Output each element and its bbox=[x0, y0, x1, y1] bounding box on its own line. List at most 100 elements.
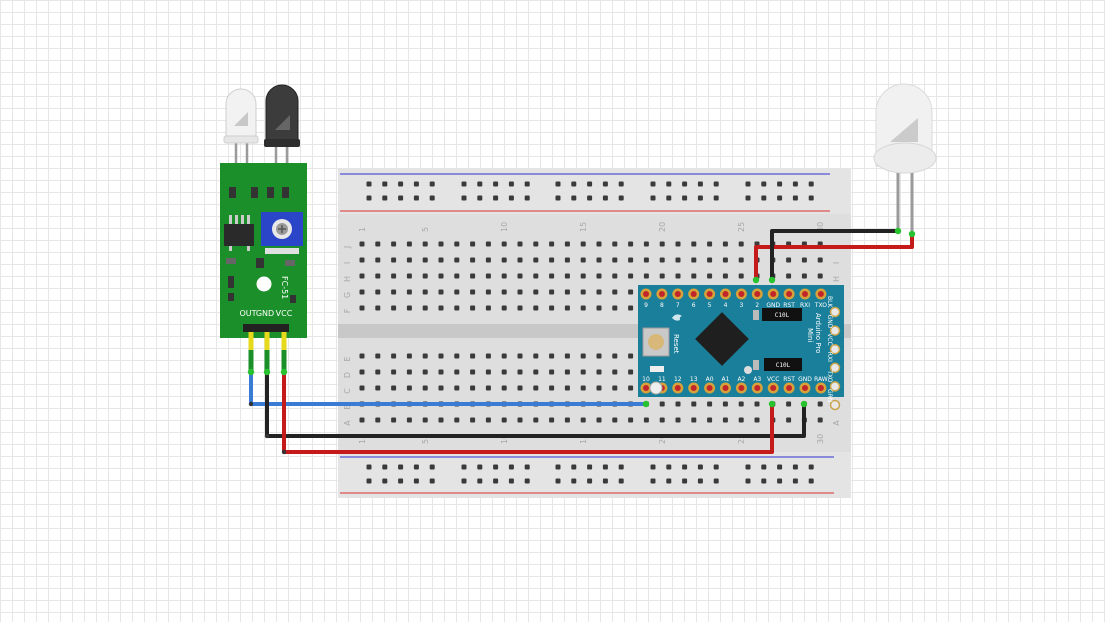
breadboard-hole[interactable] bbox=[777, 478, 783, 484]
breadboard-hole[interactable] bbox=[508, 195, 514, 201]
breadboard-hole[interactable] bbox=[808, 464, 814, 470]
breadboard-hole[interactable] bbox=[707, 273, 713, 279]
breadboard-hole[interactable] bbox=[612, 369, 618, 375]
breadboard-hole[interactable] bbox=[786, 401, 792, 407]
breadboard-hole[interactable] bbox=[493, 181, 499, 187]
breadboard-hole[interactable] bbox=[792, 478, 798, 484]
breadboard-hole[interactable] bbox=[659, 241, 665, 247]
breadboard-hole[interactable] bbox=[777, 464, 783, 470]
breadboard-hole[interactable] bbox=[422, 353, 428, 359]
breadboard-hole[interactable] bbox=[722, 257, 728, 263]
breadboard-hole[interactable] bbox=[722, 417, 728, 423]
breadboard-hole[interactable] bbox=[580, 241, 586, 247]
breadboard-hole[interactable] bbox=[501, 257, 507, 263]
breadboard-hole[interactable] bbox=[675, 273, 681, 279]
breadboard-hole[interactable] bbox=[501, 273, 507, 279]
breadboard-hole[interactable] bbox=[808, 181, 814, 187]
breadboard-hole[interactable] bbox=[533, 241, 539, 247]
breadboard-hole[interactable] bbox=[398, 478, 404, 484]
breadboard-hole[interactable] bbox=[508, 464, 514, 470]
breadboard-hole[interactable] bbox=[508, 478, 514, 484]
breadboard-hole[interactable] bbox=[470, 273, 476, 279]
breadboard-hole[interactable] bbox=[382, 478, 388, 484]
breadboard-hole[interactable] bbox=[524, 464, 530, 470]
breadboard-hole[interactable] bbox=[382, 181, 388, 187]
breadboard-hole[interactable] bbox=[792, 464, 798, 470]
breadboard-hole[interactable] bbox=[564, 305, 570, 311]
breadboard-hole[interactable] bbox=[602, 478, 608, 484]
breadboard-hole[interactable] bbox=[375, 417, 381, 423]
breadboard-hole[interactable] bbox=[792, 181, 798, 187]
breadboard-hole[interactable] bbox=[580, 289, 586, 295]
breadboard-hole[interactable] bbox=[587, 478, 593, 484]
breadboard-hole[interactable] bbox=[596, 289, 602, 295]
breadboard-hole[interactable] bbox=[517, 289, 523, 295]
breadboard-hole[interactable] bbox=[391, 369, 397, 375]
breadboard-hole[interactable] bbox=[501, 385, 507, 391]
breadboard-hole[interactable] bbox=[366, 464, 372, 470]
breadboard-hole[interactable] bbox=[596, 305, 602, 311]
breadboard-hole[interactable] bbox=[391, 417, 397, 423]
breadboard-hole[interactable] bbox=[738, 241, 744, 247]
breadboard-hole[interactable] bbox=[612, 385, 618, 391]
breadboard-hole[interactable] bbox=[722, 273, 728, 279]
breadboard-hole[interactable] bbox=[564, 369, 570, 375]
breadboard-hole[interactable] bbox=[643, 257, 649, 263]
breadboard-hole[interactable] bbox=[429, 478, 435, 484]
breadboard-hole[interactable] bbox=[564, 385, 570, 391]
reset-button[interactable] bbox=[642, 327, 670, 357]
breadboard-hole[interactable] bbox=[493, 464, 499, 470]
breadboard-hole[interactable] bbox=[406, 417, 412, 423]
breadboard-hole[interactable] bbox=[666, 464, 672, 470]
breadboard-hole[interactable] bbox=[618, 195, 624, 201]
breadboard-hole[interactable] bbox=[406, 353, 412, 359]
breadboard-hole[interactable] bbox=[438, 369, 444, 375]
breadboard-hole[interactable] bbox=[438, 289, 444, 295]
breadboard-hole[interactable] bbox=[524, 181, 530, 187]
breadboard-hole[interactable] bbox=[422, 369, 428, 375]
breadboard-hole[interactable] bbox=[612, 273, 618, 279]
breadboard-hole[interactable] bbox=[477, 478, 483, 484]
breadboard-hole[interactable] bbox=[738, 417, 744, 423]
breadboard-hole[interactable] bbox=[675, 257, 681, 263]
breadboard-hole[interactable] bbox=[398, 181, 404, 187]
breadboard-hole[interactable] bbox=[691, 257, 697, 263]
breadboard-hole[interactable] bbox=[564, 257, 570, 263]
breadboard-hole[interactable] bbox=[571, 181, 577, 187]
breadboard-hole[interactable] bbox=[571, 478, 577, 484]
breadboard-hole[interactable] bbox=[470, 385, 476, 391]
breadboard-hole[interactable] bbox=[602, 195, 608, 201]
breadboard-hole[interactable] bbox=[508, 181, 514, 187]
breadboard-hole[interactable] bbox=[454, 305, 460, 311]
breadboard-hole[interactable] bbox=[517, 241, 523, 247]
breadboard-hole[interactable] bbox=[555, 181, 561, 187]
breadboard-hole[interactable] bbox=[682, 181, 688, 187]
breadboard-hole[interactable] bbox=[628, 257, 634, 263]
breadboard-hole[interactable] bbox=[422, 273, 428, 279]
breadboard-hole[interactable] bbox=[422, 417, 428, 423]
breadboard-hole[interactable] bbox=[454, 289, 460, 295]
breadboard-hole[interactable] bbox=[587, 195, 593, 201]
breadboard-hole[interactable] bbox=[470, 241, 476, 247]
breadboard-hole[interactable] bbox=[438, 273, 444, 279]
breadboard-hole[interactable] bbox=[375, 353, 381, 359]
breadboard-hole[interactable] bbox=[675, 401, 681, 407]
breadboard-hole[interactable] bbox=[691, 401, 697, 407]
breadboard-hole[interactable] bbox=[555, 478, 561, 484]
breadboard-hole[interactable] bbox=[391, 241, 397, 247]
breadboard-hole[interactable] bbox=[413, 195, 419, 201]
breadboard-hole[interactable] bbox=[359, 385, 365, 391]
breadboard-hole[interactable] bbox=[722, 401, 728, 407]
arduino-side-pin[interactable] bbox=[829, 399, 841, 411]
breadboard-hole[interactable] bbox=[470, 257, 476, 263]
breadboard-hole[interactable] bbox=[786, 273, 792, 279]
breadboard-hole[interactable] bbox=[517, 257, 523, 263]
breadboard-hole[interactable] bbox=[406, 241, 412, 247]
breadboard-hole[interactable] bbox=[697, 478, 703, 484]
breadboard-hole[interactable] bbox=[650, 478, 656, 484]
breadboard-hole[interactable] bbox=[398, 464, 404, 470]
breadboard-hole[interactable] bbox=[618, 181, 624, 187]
breadboard-hole[interactable] bbox=[650, 181, 656, 187]
breadboard-hole[interactable] bbox=[675, 417, 681, 423]
breadboard-hole[interactable] bbox=[375, 289, 381, 295]
